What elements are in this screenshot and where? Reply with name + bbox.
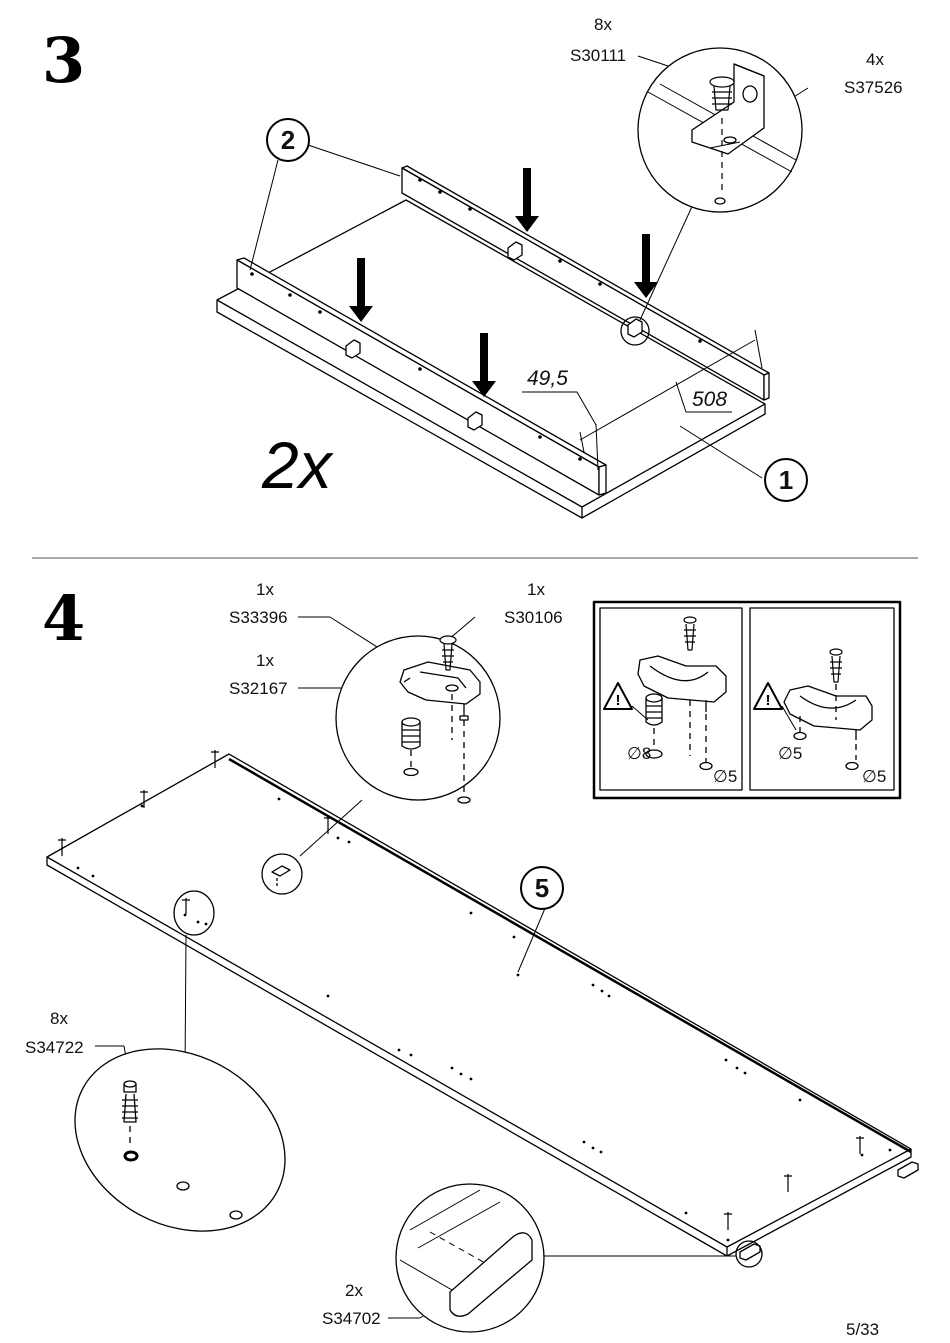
screw-quantity: 8x xyxy=(594,15,612,34)
holder-code: S33396 xyxy=(229,608,288,627)
pad-quantity: 2x xyxy=(345,1281,363,1300)
part-number-badge: 2 xyxy=(266,118,310,162)
bottom-panel-1 xyxy=(216,199,766,519)
bracket-code: S37526 xyxy=(844,78,903,97)
pad-code: S34702 xyxy=(322,1309,381,1328)
cam-detail-ring xyxy=(173,890,215,936)
dimension-label: 508 xyxy=(692,388,728,411)
dimension-label: 49,5 xyxy=(527,367,568,390)
detail-circle-holder xyxy=(335,635,501,804)
page-number: 5/33 xyxy=(846,1320,880,1339)
part-number-badge: 1 xyxy=(764,458,808,502)
screw-quantity: 1x xyxy=(527,580,545,599)
dimension-lines xyxy=(522,329,763,471)
detail-ellipse-cam xyxy=(74,1048,286,1232)
detail-circle-small xyxy=(620,316,650,346)
hole-diameter-label: ∅5 xyxy=(778,744,803,763)
hole-diameter-label: ∅5 xyxy=(713,767,738,786)
hole-diameter-label: ∅8 xyxy=(627,744,652,763)
step-number: 4 xyxy=(42,582,86,655)
cam-code: S34722 xyxy=(25,1038,84,1057)
step-number: 3 xyxy=(42,24,86,97)
cam-quantity: 8x xyxy=(50,1009,68,1028)
screw-code: S30106 xyxy=(504,608,563,627)
warning-inset xyxy=(592,600,902,800)
dowel-quantity: 1x xyxy=(256,651,274,670)
rail-back xyxy=(401,165,770,401)
dowel-code: S32167 xyxy=(229,679,288,698)
bracket xyxy=(345,241,643,431)
warning-icon: ! xyxy=(616,692,621,709)
detail-circle-bracket xyxy=(637,47,803,213)
hole-diameter-label: ∅5 xyxy=(862,767,887,786)
quantity-multiplier: 2x xyxy=(262,428,332,502)
bracket-quantity: 4x xyxy=(866,50,884,69)
down-arrows xyxy=(349,168,658,397)
detail-circle-pad xyxy=(395,1183,545,1333)
holder-quantity: 1x xyxy=(256,580,274,599)
warning-icon: ! xyxy=(766,692,771,709)
screw-code: S30111 xyxy=(570,46,627,65)
part-number-badge: 5 xyxy=(520,866,564,910)
rail-front xyxy=(236,257,607,496)
